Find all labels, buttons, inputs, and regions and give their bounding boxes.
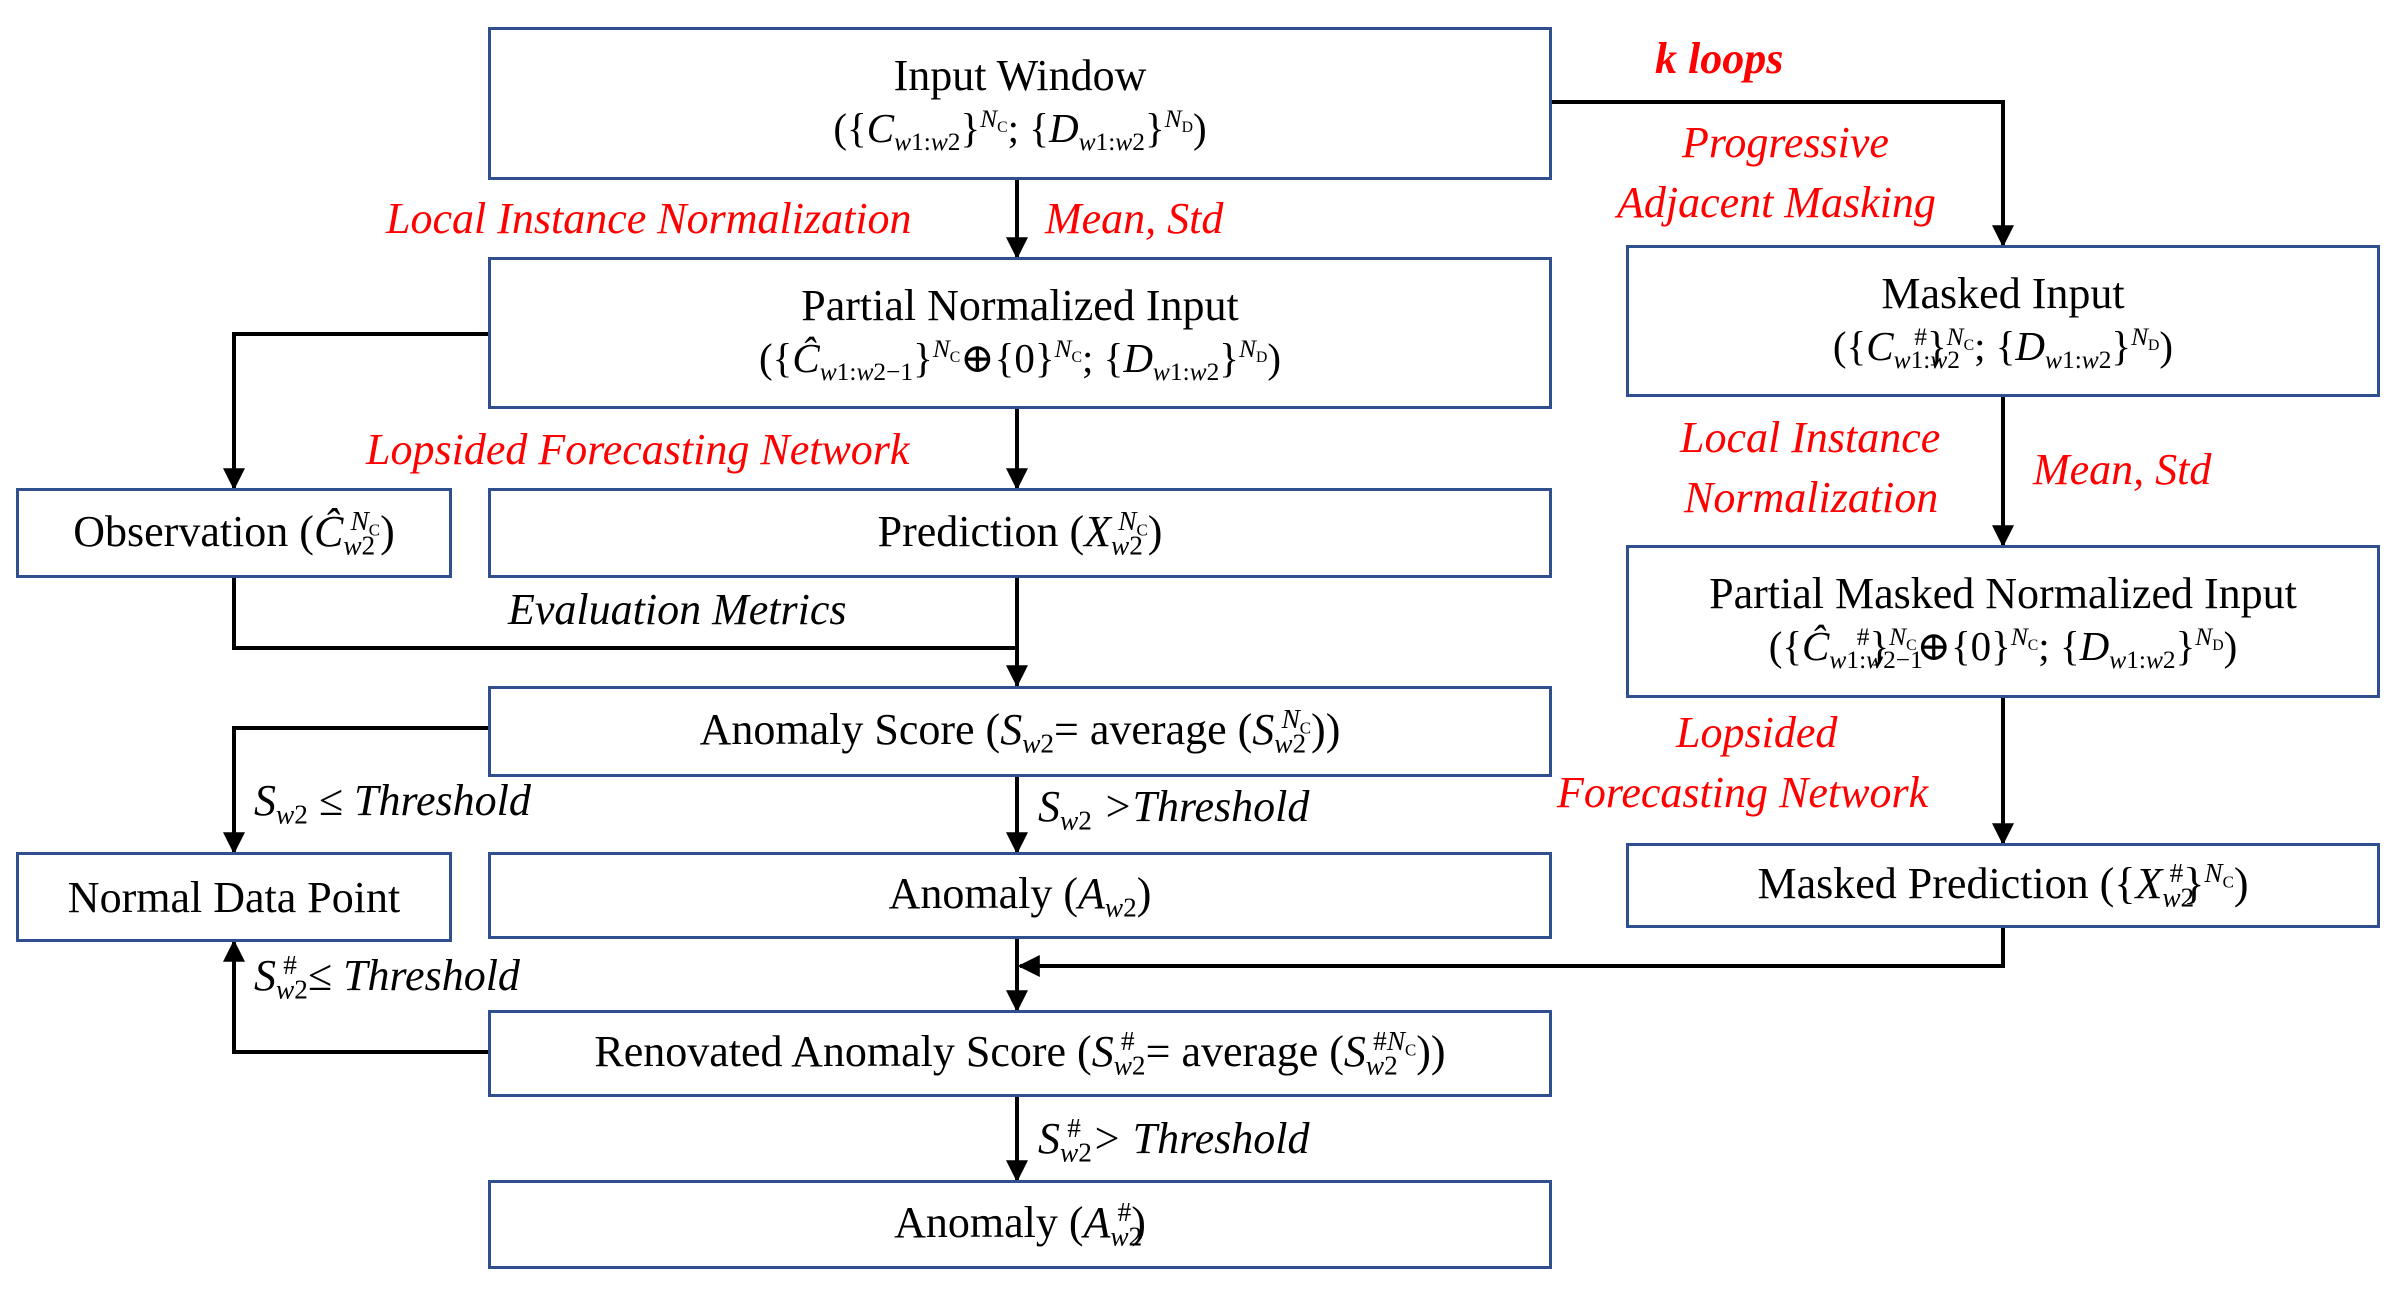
partial-masked-normalized-input-title: Partial Masked Normalized Input — [1709, 569, 2297, 619]
normal-data-point-box: Normal Data Point — [16, 852, 452, 942]
threshold-word-masked: Threshold — [343, 951, 520, 1000]
local-instance-label-line2: Normalization — [1684, 473, 1939, 522]
normal-data-point-text: Normal Data Point — [67, 872, 401, 922]
lopsided-label-line2: Forecasting Network — [1557, 768, 1929, 817]
final-anomaly-text: Anomaly (Aw2#) — [894, 1197, 1146, 1252]
mean-std-left-label: Mean, Std — [1045, 194, 1224, 243]
arrow-partial-to-observation — [223, 332, 488, 491]
local-instance-normalization-label: Local Instance Normalization — [386, 194, 912, 243]
threshold-le-masked-label: Sw2# ≤ Threshold — [254, 950, 520, 1005]
threshold-word: Threshold — [353, 776, 531, 825]
anomaly-score-box: Anomaly Score (Sw2= average (Sw2NC)) — [488, 686, 1552, 777]
final-anomaly-box: Anomaly (Aw2#) — [488, 1180, 1552, 1269]
threshold-gt-word: >Threshold — [1102, 782, 1310, 831]
anomaly-score-text: Anomaly Score (Sw2= average (Sw2NC)) — [699, 704, 1341, 759]
lopsided-forecasting-network-label: Lopsided Forecasting Network — [366, 425, 910, 474]
lopsided-label-line1: Lopsided — [1676, 708, 1838, 757]
renovated-anomaly-score-box: Renovated Anomaly Score (Sw2# = average … — [488, 1010, 1552, 1097]
k-loops-label: k loops — [1655, 34, 1784, 83]
observation-box: Observation (Ĉw2NC) — [16, 488, 452, 578]
masked-prediction-text: Masked Prediction ({Xw2#}NC) — [1757, 858, 2249, 913]
partial-normalized-input-box: Partial Normalized Input ({Ĉw1:w2−1}NC⊕{… — [488, 257, 1552, 409]
partial-normalized-input-title: Partial Normalized Input — [801, 280, 1239, 330]
input-window-formula: ({Cw1:w2}NC; {Dw1:w2}ND) — [833, 105, 1207, 157]
partial-masked-normalized-input-formula: ({Ĉw1:w2−1#}NC⊕{0}NC; {Dw1:w2}ND) — [1768, 623, 2238, 675]
arrow-score-to-normal — [223, 726, 488, 855]
input-window-box: Input Window ({Cw1:w2}NC; {Dw1:w2}ND) — [488, 27, 1552, 180]
mean-std-right-label: Mean, Std — [2033, 445, 2212, 494]
threshold-gt-masked-word: > Threshold — [1091, 1114, 1310, 1163]
local-instance-label-line1: Local Instance — [1680, 413, 1941, 462]
evaluation-metrics-label: Evaluation Metrics — [508, 585, 847, 634]
arrow-observation-to-metrics — [232, 578, 1028, 688]
threshold-gt-label: Sw2 >Threshold — [1038, 782, 1310, 836]
masked-input-title: Masked Input — [1881, 268, 2125, 318]
masked-input-formula: ({Cw1:w2#}NC; {Dw1:w2}ND) — [1832, 322, 2174, 374]
threshold-gt-masked-label: Sw2# > Threshold — [1038, 1113, 1310, 1168]
observation-text: Observation (Ĉw2NC) — [73, 505, 395, 561]
input-window-title: Input Window — [893, 51, 1147, 101]
masked-prediction-box: Masked Prediction ({Xw2#}NC) — [1626, 843, 2380, 928]
anomaly-box: Anomaly (Aw2) — [488, 852, 1552, 939]
arrow-renovated-to-normal — [223, 939, 488, 1054]
threshold-le-label: Sw2 ≤ Threshold — [254, 776, 531, 830]
partial-masked-normalized-input-box: Partial Masked Normalized Input ({Ĉw1:w2… — [1626, 545, 2380, 698]
anomaly-text: Anomaly (Aw2) — [888, 869, 1152, 923]
renovated-anomaly-score-text: Renovated Anomaly Score (Sw2# = average … — [594, 1026, 1446, 1081]
masked-input-box: Masked Input ({Cw1:w2#}NC; {Dw1:w2}ND) — [1626, 245, 2380, 397]
prediction-text: Prediction (Xw2NC) — [877, 505, 1163, 561]
arrow-masked-prediction-to-renovated — [1017, 928, 2005, 977]
progressive-label-line1: Progressive — [1682, 118, 1889, 167]
prediction-box: Prediction (Xw2NC) — [488, 488, 1552, 578]
partial-normalized-input-formula: ({Ĉw1:w2−1}NC⊕{0}NC; {Dw1:w2}ND) — [759, 334, 1281, 386]
arrow-input-to-masked — [1552, 100, 2014, 248]
progressive-label-line2: Adjacent Masking — [1617, 178, 1936, 227]
